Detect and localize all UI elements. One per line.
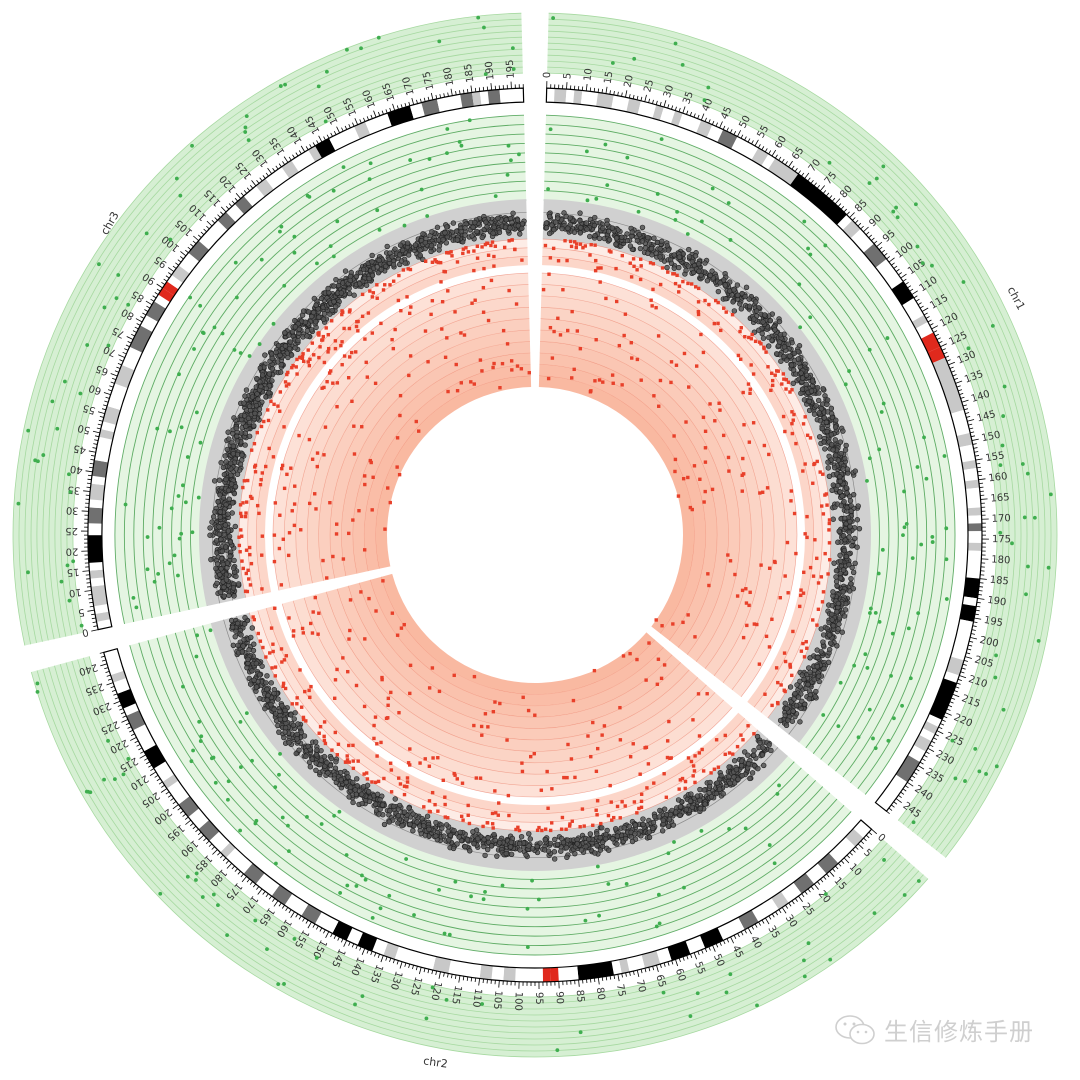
tick-label: 55 xyxy=(756,124,772,140)
red-ring-scatter-points xyxy=(237,238,832,833)
tick-label: 85 xyxy=(574,989,586,1003)
tick-label: 70 xyxy=(102,343,118,358)
gray-scatter-points xyxy=(207,210,863,862)
tick-label: 160 xyxy=(988,471,1008,484)
tick-label: 65 xyxy=(94,362,110,377)
tick-label: 30 xyxy=(662,84,676,99)
tick-label: 190 xyxy=(987,595,1007,609)
tick-label: 155 xyxy=(985,450,1006,464)
tick-label: 185 xyxy=(989,575,1009,588)
tick-label: 120 xyxy=(428,980,443,1001)
ideogram-chr2: 0510152025303540455055606570758085909510… xyxy=(77,647,887,1011)
tick-label: 5 xyxy=(77,606,85,618)
outer-scatter-track xyxy=(12,12,1058,1058)
tick-label: 90 xyxy=(553,991,565,1004)
tick-label: 5 xyxy=(562,72,573,79)
tick-label: 15 xyxy=(603,70,616,84)
tick-label: 50 xyxy=(711,952,726,968)
tick-label: 70 xyxy=(634,979,648,994)
tick-label: 55 xyxy=(692,960,707,976)
inner-scatter-track xyxy=(114,114,956,956)
tick-label: 0 xyxy=(81,626,90,638)
tick-label: 40 xyxy=(69,463,83,476)
tick-label: 100 xyxy=(512,991,524,1010)
tick-label: 95 xyxy=(533,992,544,1005)
tick-label: 50 xyxy=(77,422,92,436)
tick-label: 150 xyxy=(981,430,1002,445)
watermark-text: 生信修炼手册 xyxy=(884,1018,1034,1046)
tick-label: 45 xyxy=(730,944,745,960)
tick-label: 145 xyxy=(976,409,997,424)
tick-label: 40 xyxy=(748,934,764,950)
tick-label: 60 xyxy=(673,967,687,983)
tick-label: 180 xyxy=(442,66,456,87)
tick-label: 175 xyxy=(421,70,436,91)
tick-label: 50 xyxy=(738,114,754,130)
tick-label: 65 xyxy=(653,973,667,988)
inner-red-scatter-track xyxy=(272,272,798,798)
tick-label: 180 xyxy=(991,554,1011,566)
tick-label: 165 xyxy=(990,492,1010,504)
tick-label: 20 xyxy=(623,74,636,89)
tick-label: 80 xyxy=(594,987,607,1001)
tick-label: 15 xyxy=(66,566,80,578)
tick-label: 105 xyxy=(491,990,503,1010)
tick-label: 75 xyxy=(614,983,627,998)
tick-label: 45 xyxy=(72,442,87,455)
tick-label: 195 xyxy=(505,59,517,79)
tick-label: 0 xyxy=(542,72,553,79)
tick-label: 175 xyxy=(992,534,1011,545)
tick-label: 195 xyxy=(983,615,1004,629)
tick-label: 10 xyxy=(68,586,82,598)
tick-label: 205 xyxy=(973,654,994,670)
tick-label: 25 xyxy=(642,78,656,93)
inner-red-scatter-points xyxy=(272,272,798,798)
tick-label: 35 xyxy=(681,90,696,106)
tick-label: 60 xyxy=(87,382,103,396)
tick-label: 200 xyxy=(978,635,999,650)
chromosome-label-chr2: chr2 xyxy=(422,1054,448,1070)
tick-label: 185 xyxy=(463,63,477,83)
tick-label: 35 xyxy=(67,483,81,495)
tick-label: 55 xyxy=(82,402,97,416)
wechat-icon xyxy=(835,1014,875,1044)
points-layer xyxy=(16,15,1053,1053)
tick-label: 20 xyxy=(65,545,78,556)
tick-label: 80 xyxy=(120,306,136,322)
tick-label: 110 xyxy=(470,988,483,1008)
tick-label: 125 xyxy=(408,975,423,996)
tick-label: 75 xyxy=(110,324,126,339)
tick-label: 10 xyxy=(582,68,594,82)
tick-label: 170 xyxy=(992,513,1011,525)
tick-label: 45 xyxy=(719,105,734,121)
outer-scatter-points xyxy=(16,15,1053,1053)
watermark: 生信修炼手册 xyxy=(834,1012,1034,1047)
tick-label: 130 xyxy=(388,970,404,992)
tick-label: 140 xyxy=(970,389,991,405)
tick-label: 240 xyxy=(77,661,98,677)
tick-label: 190 xyxy=(484,61,497,81)
tracks-layer xyxy=(12,12,1058,1058)
tick-label: 115 xyxy=(449,985,463,1006)
chromosome-label-chr1: chr1 xyxy=(1005,284,1028,312)
tick-label: 30 xyxy=(66,504,79,516)
inner-scatter-points xyxy=(123,118,949,950)
tick-label: 170 xyxy=(401,75,417,96)
tick-label: 25 xyxy=(65,525,78,536)
red-ring-scatter-track xyxy=(238,238,832,832)
